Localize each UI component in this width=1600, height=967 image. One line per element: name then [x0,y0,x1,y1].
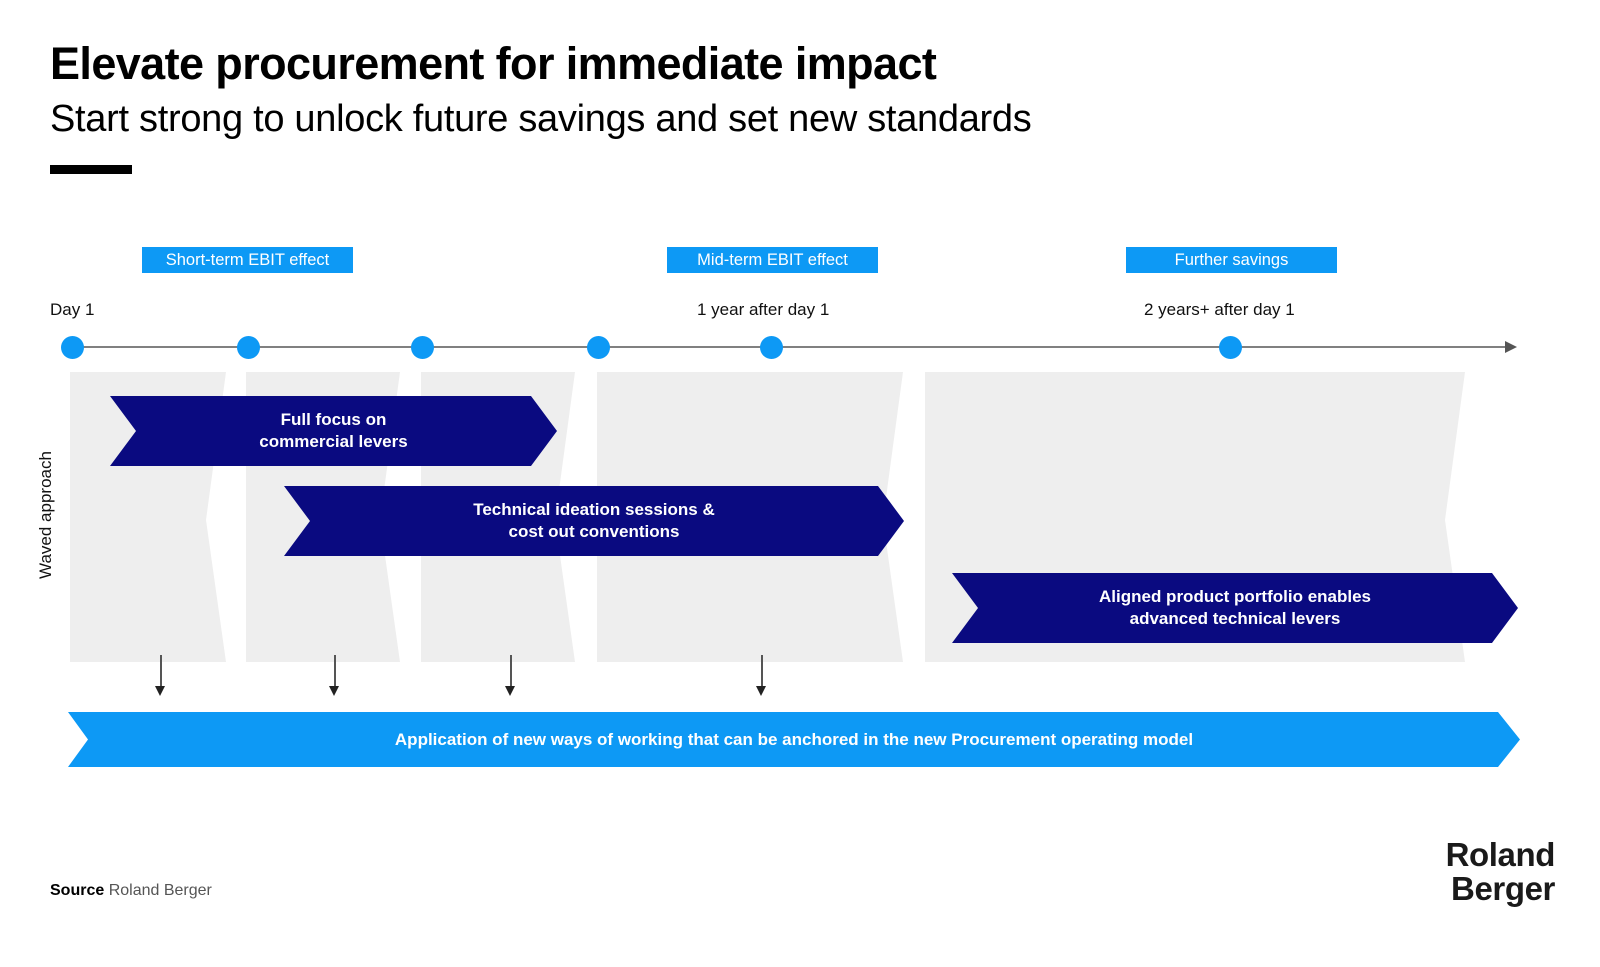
timeline-dot[interactable] [61,336,84,359]
down-arrow-icon [329,686,339,696]
workstream-bar-line2: advanced technical levers [1129,609,1341,628]
down-arrow-icon [761,655,763,688]
phase-badge-further-savings[interactable]: Further savings [1126,247,1337,273]
operating-model-bar-label: Application of new ways of working that … [394,729,1194,749]
workstream-bar-line1: Full focus on [280,409,387,429]
workstream-bar-technical-ideation[interactable]: Technical ideation sessions & cost out c… [284,486,904,556]
logo-line-1: Roland [1445,836,1556,873]
workstream-bar-line2: cost out conventions [508,522,680,541]
operating-model-bar[interactable]: Application of new ways of working that … [68,712,1520,767]
down-arrow-icon [334,655,336,688]
timeline-axis-line [72,346,1509,348]
roland-berger-logo: Roland Berger [1445,836,1556,907]
waved-approach-axis-label: Waved approach [36,451,55,579]
phase-badge-short-term[interactable]: Short-term EBIT effect [142,247,353,273]
workstream-bar-line1: Aligned product portfolio enables [1099,586,1371,606]
timeline-dot[interactable] [760,336,783,359]
down-arrow-icon [160,655,162,688]
timeline-dot[interactable] [1219,336,1242,359]
logo-line-2: Berger [1451,869,1555,907]
workstream-bar-commercial-levers[interactable]: Full focus on commercial levers [110,396,557,466]
milestone-label-two-years: 2 years+ after day 1 [1144,300,1295,319]
down-arrow-icon [756,686,766,696]
down-arrow-icon [155,686,165,696]
down-arrow-icon [510,655,512,688]
timeline-dot[interactable] [237,336,260,359]
source-value: Roland Berger [108,882,212,899]
title-underline-rule [50,165,132,174]
phase-badge-mid-term[interactable]: Mid-term EBIT effect [667,247,878,273]
milestone-label-one-year: 1 year after day 1 [697,300,830,319]
workstream-bar-line1: Technical ideation sessions & [473,499,715,519]
workstream-bar-line2: commercial levers [259,432,408,451]
page-title: Elevate procurement for immediate impact [50,38,937,89]
source-note: Source Roland Berger [50,882,212,900]
source-label: Source [50,882,105,899]
milestone-label-day-1: Day 1 [50,300,95,319]
page-subtitle: Start strong to unlock future savings an… [50,98,1032,140]
timeline-dot[interactable] [411,336,434,359]
workstream-bar-aligned-portfolio[interactable]: Aligned product portfolio enables advanc… [952,573,1518,643]
down-arrow-icon [505,686,515,696]
timeline-dot[interactable] [587,336,610,359]
timeline-arrow-icon [1505,341,1517,353]
